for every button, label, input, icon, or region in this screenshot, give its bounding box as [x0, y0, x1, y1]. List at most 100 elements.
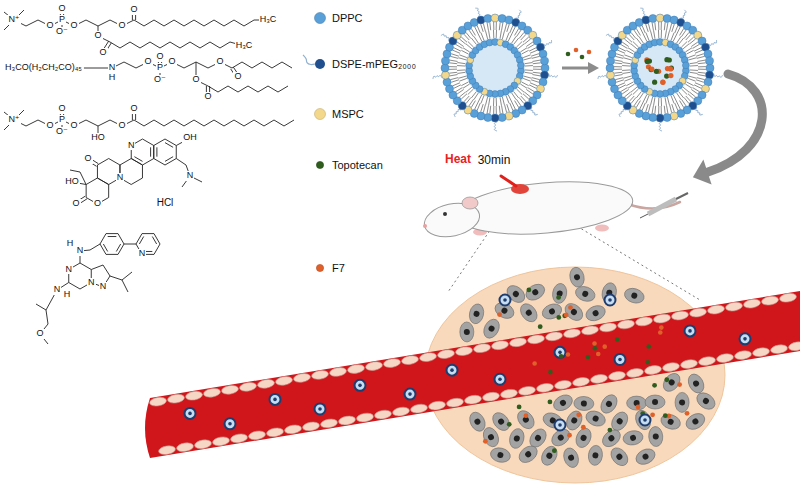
atom-label-box: N [116, 173, 125, 183]
endothelial-cell [230, 433, 248, 444]
lipid-tail [481, 104, 483, 112]
legend-item: MSPC [331, 108, 365, 120]
lipid-tail [533, 72, 541, 74]
lipid-tail [680, 101, 684, 108]
lipid-tail [634, 99, 639, 106]
lipid-tail [486, 97, 488, 105]
atom-label: N [138, 249, 147, 259]
endothelial-cell [347, 363, 365, 374]
lipid-tail [505, 105, 507, 113]
lipid-tail [531, 80, 539, 82]
lipid-tail [532, 60, 540, 61]
lipid-head [704, 50, 712, 58]
lipid-tail [493, 30, 494, 38]
endothelial-cell [545, 331, 563, 342]
lipid-tail [531, 54, 539, 56]
lipid-tail [453, 83, 460, 86]
lipid-tail [483, 23, 485, 31]
lipid-tail [508, 95, 512, 102]
lipid-tail [628, 48, 635, 52]
endothelial-cell [716, 353, 734, 364]
lipid-head [642, 16, 650, 24]
lipid-tail [464, 96, 469, 102]
lipid-tail [459, 78, 467, 81]
lipid-tail [665, 98, 666, 106]
atom-label: O⁻ [55, 27, 69, 37]
released-drug [532, 361, 537, 366]
endothelial-cell [338, 415, 356, 426]
released-drug [615, 337, 620, 342]
atom-label-box: O [155, 52, 164, 62]
tumor-cell [645, 395, 665, 409]
lipid-tail [512, 102, 516, 109]
legend-label: DSPE-mPEG₂₀₀₀ [331, 58, 417, 70]
vessel-detail [149, 292, 800, 456]
atom-label-box: O⁻ [55, 127, 69, 137]
liposomes [433, 8, 723, 131]
lipid-head [498, 113, 506, 121]
lipid-tail [506, 33, 509, 40]
endothelial-cell [482, 391, 500, 402]
lipid-tail [616, 80, 624, 82]
lipid-tail [457, 65, 465, 67]
atom-label: N [76, 246, 85, 256]
lipid-tail [493, 22, 494, 30]
group-label: H₃CO(H₂CH₂CO)₄₅ [4, 63, 83, 73]
atom-label: N⁺ [7, 15, 20, 25]
tumor-cell [584, 408, 608, 429]
atom-label-box: HO [90, 133, 106, 143]
lipid-tail [667, 105, 668, 113]
atom-label-box: N [186, 171, 195, 181]
atom-label-box: O [71, 199, 80, 209]
lipid-tail [471, 92, 476, 98]
atom-label: O [117, 21, 126, 31]
released-drug [586, 355, 591, 360]
chemical-bond [165, 143, 173, 148]
lipid-head [705, 71, 713, 79]
legend-swatch [315, 109, 326, 120]
lipid-tail [658, 106, 659, 114]
tumor-cell [561, 446, 581, 470]
lipid-tail [489, 31, 490, 39]
endothelial-cell [455, 346, 473, 357]
endothelial-cell [500, 388, 518, 399]
lipid-head [656, 14, 664, 22]
atom-label-box: O [93, 31, 102, 41]
lipid-tail [667, 97, 669, 105]
endothelial-cell [770, 344, 788, 355]
atom-label-box: P [156, 63, 164, 73]
peg-chain [640, 8, 645, 17]
atom-label-box: P [58, 115, 66, 125]
atom-label: O [69, 21, 78, 31]
endothelial-cell [293, 372, 311, 383]
tumor-cell [539, 444, 561, 468]
endothelial-cell [626, 367, 644, 378]
lipid-head [670, 112, 678, 120]
released-drug [517, 405, 522, 410]
lipid-tail [690, 65, 698, 67]
endothelial-cell [491, 340, 509, 351]
atom-label-box: O [143, 57, 152, 67]
endothelial-cell [590, 373, 608, 384]
released-drug [576, 412, 581, 417]
lipid-tail [466, 87, 472, 92]
atom-label: OH [182, 133, 198, 143]
legend-label: F7 [331, 262, 346, 274]
atom-label-box: O [117, 21, 126, 31]
tumor-cell [489, 446, 512, 464]
circulating-liposome [355, 380, 366, 391]
lipid-tail [523, 55, 531, 58]
lipid-tail [487, 105, 488, 113]
lipid-tail [677, 93, 681, 100]
lipid-tail [615, 56, 623, 58]
lipid-tail [693, 44, 700, 48]
lipid-tail [619, 85, 626, 89]
atom-label: N [116, 173, 125, 183]
lipid-tail [474, 36, 478, 43]
lipid-tail [684, 97, 689, 103]
lipid-tail [533, 62, 541, 64]
lipid-tail [453, 50, 460, 53]
atom-label-box: O [35, 329, 44, 339]
lipid-head [607, 57, 615, 65]
lipid-tail [679, 38, 684, 44]
